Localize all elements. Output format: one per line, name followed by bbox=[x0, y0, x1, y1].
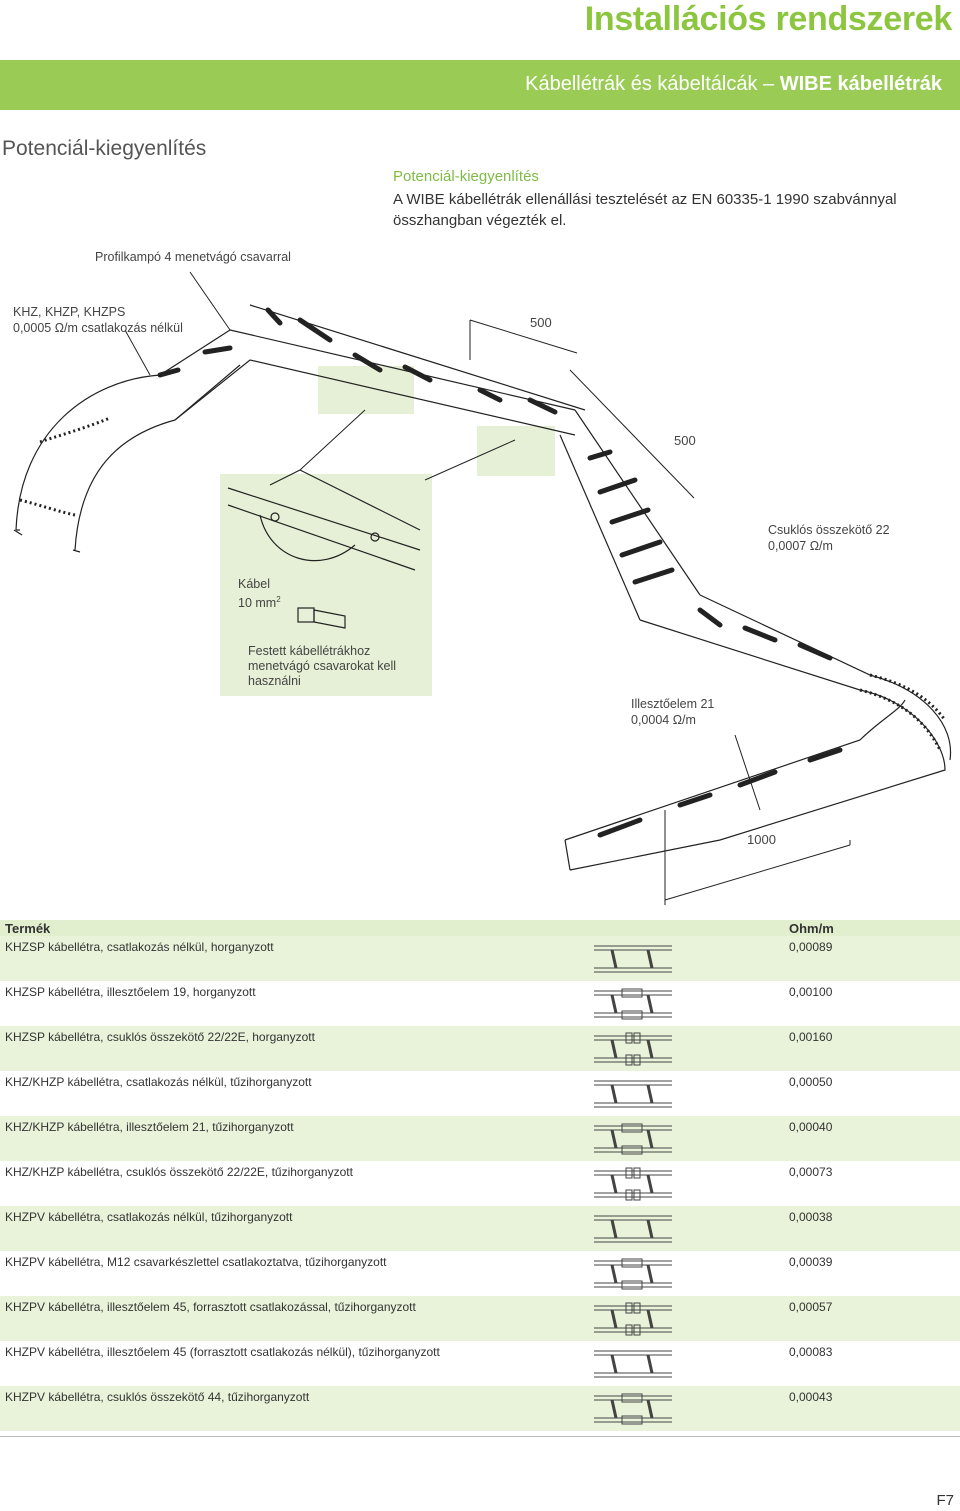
table-row: KHZ/KHZP kábellétra, csuklós összekötő 2… bbox=[0, 1161, 960, 1206]
splice-label-line2: 0,0004 Ω/m bbox=[631, 713, 696, 727]
product-name: KHZ/KHZP kábellétra, csuklós összekötő 2… bbox=[5, 1165, 353, 1179]
col-ohm-header: Ohm/m bbox=[789, 921, 834, 936]
profile-hook-label: Profilkampó 4 menetvágó csavarral bbox=[95, 250, 291, 264]
table-row: KHZ/KHZP kábellétra, csatlakozás nélkül,… bbox=[0, 1071, 960, 1116]
cable-label-line2: 10 mm2 bbox=[238, 595, 281, 611]
detail-callout-box bbox=[220, 474, 432, 696]
product-name: KHZPV kábellétra, csuklós összekötő 44, … bbox=[5, 1390, 310, 1404]
product-thumbnail bbox=[592, 1208, 674, 1248]
table-row: KHZSP kábellétra, csuklós összekötő 22/2… bbox=[0, 1026, 960, 1071]
resistance-value: 0,00043 bbox=[789, 1390, 833, 1404]
splice-label-line1: Illesztőelem 21 bbox=[631, 697, 715, 711]
resistance-value: 0,00038 bbox=[789, 1210, 833, 1224]
banner-title: Kábellétrák és kábeltálcák – WIBE kábell… bbox=[525, 73, 942, 95]
product-thumbnail bbox=[592, 1163, 674, 1203]
product-name: KHZ/KHZP kábellétra, illesztőelem 21, tű… bbox=[5, 1120, 294, 1134]
table-row: KHZPV kábellétra, csuklós összekötő 44, … bbox=[0, 1386, 960, 1431]
product-thumbnail bbox=[592, 1073, 674, 1113]
resistance-value: 0,00050 bbox=[789, 1075, 833, 1089]
resistance-value: 0,00100 bbox=[789, 985, 833, 999]
product-thumbnail bbox=[592, 938, 674, 978]
resistance-value: 0,00089 bbox=[789, 940, 833, 954]
khz-label-line2: 0,0005 Ω/m csatlakozás nélkül bbox=[13, 321, 183, 335]
ladder-rungs bbox=[157, 307, 843, 838]
cable-ladder-diagram: Profilkampó 4 menetvágó csavarral KHZ, K… bbox=[0, 230, 960, 920]
dimension-1000: 1000 bbox=[747, 832, 776, 847]
resistance-value: 0,00040 bbox=[789, 1120, 833, 1134]
intro-heading: Potenciál-kiegyenlítés bbox=[393, 168, 539, 185]
product-thumbnail bbox=[592, 1343, 674, 1383]
col-product-header: Termék bbox=[5, 921, 51, 936]
product-name: KHZSP kábellétra, csatlakozás nélkül, ho… bbox=[5, 940, 274, 954]
cable-label-line1: Kábel bbox=[238, 577, 270, 591]
top-rail-back bbox=[229, 329, 576, 411]
bend-inner-rail bbox=[74, 364, 241, 551]
painted-note-line1: Festett kábellétrákhoz bbox=[248, 644, 371, 658]
product-thumbnail bbox=[592, 1253, 674, 1293]
product-name: KHZSP kábellétra, csuklós összekötő 22/2… bbox=[5, 1030, 315, 1044]
intro-text: A WIBE kábellétrák ellenállási tesztelés… bbox=[393, 191, 897, 229]
ladder-drawing bbox=[13, 271, 952, 905]
product-name: KHZPV kábellétra, illesztőelem 45 (forra… bbox=[5, 1345, 440, 1359]
product-thumbnail bbox=[592, 1028, 674, 1068]
footer-rule bbox=[0, 1436, 960, 1437]
khz-label-line1: KHZ, KHZP, KHZPS bbox=[13, 305, 126, 319]
bend-outer-rail bbox=[15, 329, 231, 531]
callout-box-1 bbox=[318, 366, 414, 414]
table-row: KHZ/KHZP kábellétra, illesztőelem 21, tű… bbox=[0, 1116, 960, 1161]
product-thumbnail bbox=[592, 1298, 674, 1338]
section-banner: Kábellétrák és kábeltálcák – WIBE kábell… bbox=[0, 60, 960, 110]
table-row: KHZPV kábellétra, illesztőelem 45, forra… bbox=[0, 1296, 960, 1341]
table-header: Termék Ohm/m bbox=[0, 920, 960, 936]
top-rail-front bbox=[174, 359, 576, 436]
product-thumbnail bbox=[592, 1118, 674, 1158]
callout-box-2 bbox=[477, 426, 555, 476]
table-row: KHZPV kábellétra, csatlakozás nélkül, tű… bbox=[0, 1206, 960, 1251]
table-row: KHZSP kábellétra, csatlakozás nélkül, ho… bbox=[0, 936, 960, 981]
resistance-value: 0,00039 bbox=[789, 1255, 833, 1269]
table-body: KHZSP kábellétra, csatlakozás nélkül, ho… bbox=[0, 936, 960, 1431]
painted-note-line3: használni bbox=[248, 674, 301, 688]
lower-rail-2 bbox=[699, 594, 952, 761]
resistance-table: Termék Ohm/m KHZSP kábellétra, csatlakoz… bbox=[0, 920, 960, 1431]
dimension-500-side: 500 bbox=[674, 433, 696, 448]
page-number: F7 bbox=[936, 1492, 954, 1509]
product-thumbnail bbox=[592, 983, 674, 1023]
hinge-label-line2: 0,0007 Ω/m bbox=[768, 539, 833, 553]
hinge-label-line1: Csuklós összekötő 22 bbox=[768, 523, 890, 537]
desc-rail-1 bbox=[574, 409, 701, 596]
resistance-value: 0,00057 bbox=[789, 1300, 833, 1314]
table-row: KHZSP kábellétra, illesztőelem 19, horga… bbox=[0, 981, 960, 1026]
painted-note-line2: menetvágó csavarokat kell bbox=[248, 659, 396, 673]
product-name: KHZ/KHZP kábellétra, csatlakozás nélkül,… bbox=[5, 1075, 312, 1089]
resistance-value: 0,00073 bbox=[789, 1165, 833, 1179]
table-row: KHZPV kábellétra, M12 csavarkészlettel c… bbox=[0, 1251, 960, 1296]
product-name: KHZPV kábellétra, csatlakozás nélkül, tű… bbox=[5, 1210, 293, 1224]
section-title: Potenciál-kiegyenlítés bbox=[2, 137, 207, 160]
product-thumbnail bbox=[592, 1388, 674, 1428]
resistance-value: 0,00160 bbox=[789, 1030, 833, 1044]
product-name: KHZSP kábellétra, illesztőelem 19, horga… bbox=[5, 985, 256, 999]
product-name: KHZPV kábellétra, M12 csavarkészlettel c… bbox=[5, 1255, 387, 1269]
page-title: Installációs rendszerek bbox=[584, 0, 953, 38]
dimension-500-top: 500 bbox=[530, 315, 552, 330]
desc-rail-2 bbox=[559, 434, 641, 621]
lower-rail-3 bbox=[564, 699, 906, 841]
resistance-value: 0,00083 bbox=[789, 1345, 833, 1359]
product-name: KHZPV kábellétra, illesztőelem 45, forra… bbox=[5, 1300, 416, 1314]
table-row: KHZPV kábellétra, illesztőelem 45 (forra… bbox=[0, 1341, 960, 1386]
